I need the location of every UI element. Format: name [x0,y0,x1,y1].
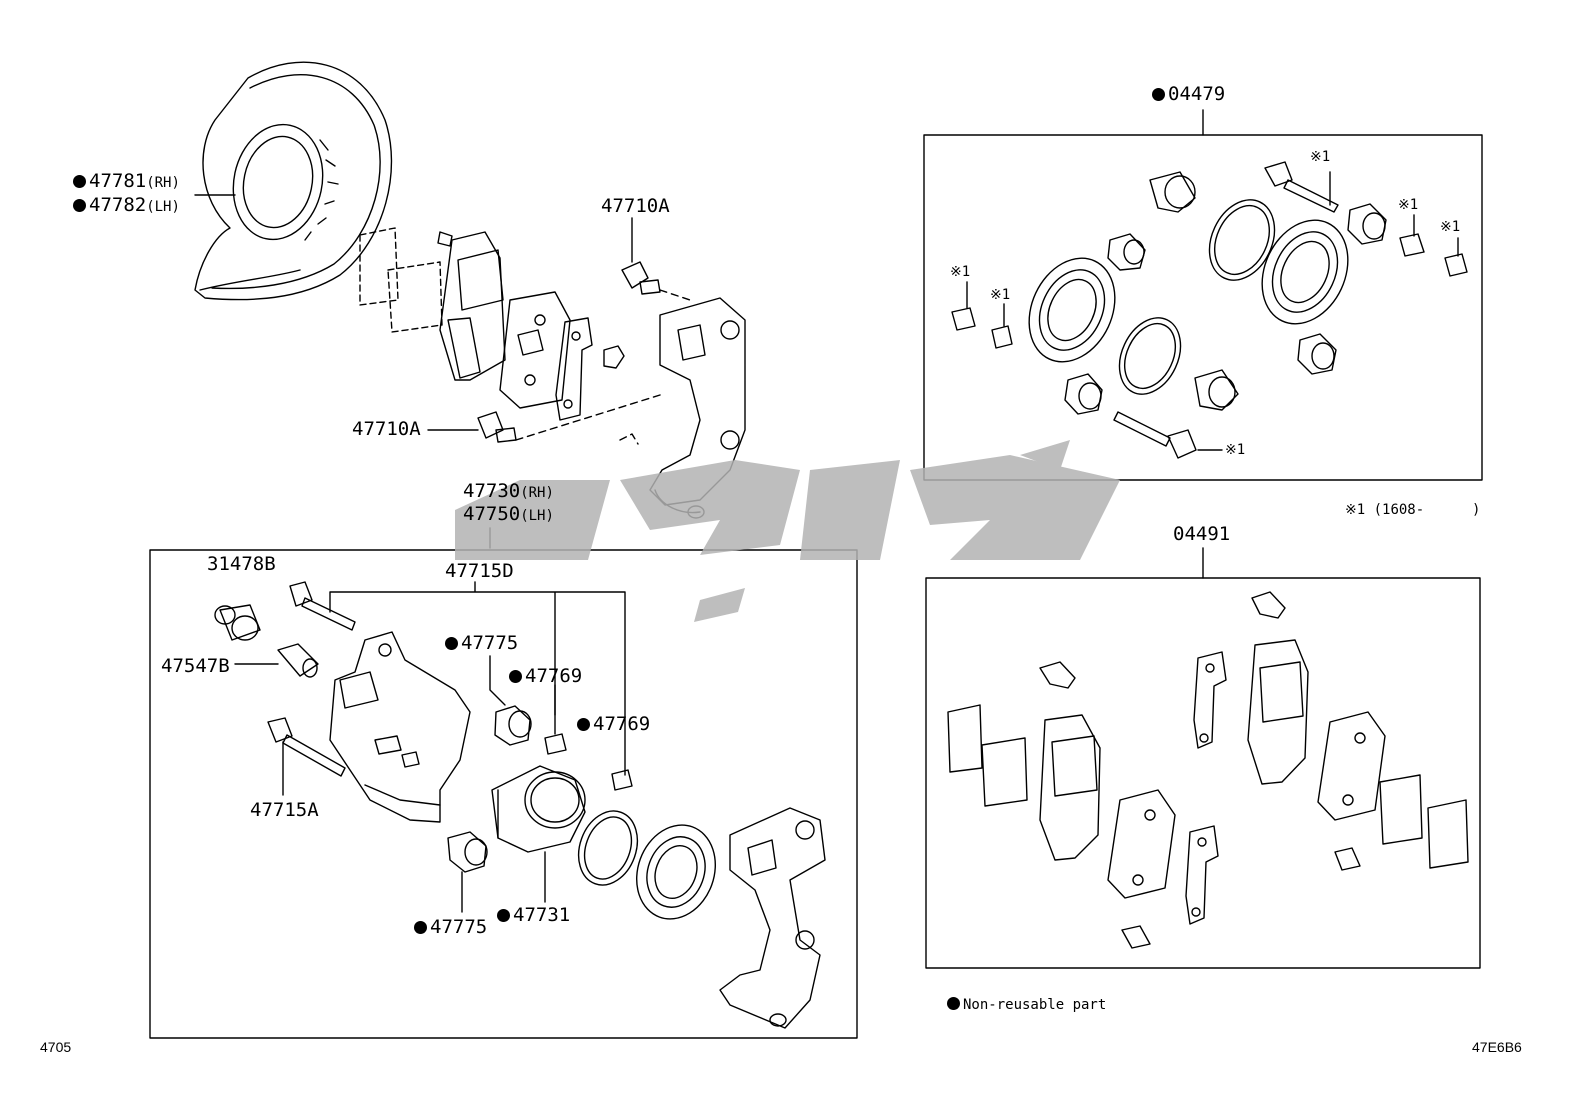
lower-pin-shape [267,717,346,777]
pad-kit-box [925,577,1481,969]
label-47731: 47731 [497,906,570,925]
piston-seal-shape [577,810,639,886]
kit-mark: ※1 [1310,149,1331,165]
caliper-assembly-box [149,549,858,1039]
label-47715a: 47715A [250,799,319,821]
piston-shape [491,765,586,853]
caliper-body-shape [329,631,471,823]
label-47730: 47730(RH) [463,482,554,501]
label-47710a-mid: 47710A [352,418,421,440]
lower-mounting-shape [719,807,826,1029]
kit-mark: ※1 [1225,442,1246,458]
upper-plate-shape [499,291,571,409]
note-range: ※1 (1608- [1345,502,1425,518]
note-close: ) [1472,502,1481,518]
bleeder-shape [277,643,319,678]
part-number: 47750 [463,503,521,525]
leader-47775-top [489,655,506,706]
mid-bolt-shape [477,411,517,443]
label-47775-top: 47775 [445,634,518,653]
upper-pad-shape [437,231,506,381]
bushing-shape [214,604,261,641]
page-code: 4705 [40,1039,72,1055]
part-number: 47781 [89,170,147,192]
seal-kit-box [923,134,1483,481]
upper-shim-shape [359,227,443,333]
label-47750: 47750(LH) [463,505,554,524]
watermark-logo [455,440,1120,622]
side-rh: (RH) [146,175,180,191]
mounting-guides [515,289,691,445]
side-lh: (LH) [146,199,180,215]
leader-47715d [329,581,626,776]
kit-mark: ※1 [990,287,1011,303]
upper-pin-shape [289,581,356,631]
label-47769-top: 47769 [509,667,582,686]
kit-mark: ※1 [1440,219,1461,235]
kit-mark: ※1 [950,264,971,280]
legend-non-reusable: Non-reusable part [947,997,1106,1012]
kit-mark: ※1 [1398,197,1419,213]
label-04491: 04491 [1173,523,1231,545]
part-number: 47782 [89,194,147,216]
label-47782: 47782(LH) [73,196,180,215]
pad-kit-parts [947,591,1469,949]
lower-boot-shape [447,831,488,873]
upper-boot-shape [494,705,532,746]
label-47769-right: 47769 [577,715,650,734]
label-31478b: 31478B [207,553,276,575]
seal-kit-parts [951,161,1468,459]
label-47781: 47781(RH) [73,172,180,191]
upper-bolt-shape [621,261,661,295]
label-47710a-top: 47710A [601,195,670,217]
small-bushing-shape [544,733,567,755]
upper-clip-shape [555,317,625,421]
part-number: 47730 [463,480,521,502]
label-47715d: 47715D [445,560,514,582]
side-lh: (LH) [520,508,554,524]
label-47775-bottom: 47775 [414,918,487,937]
side-rh: (RH) [520,485,554,501]
dust-cover-shape [194,61,393,301]
diagram-code: 47E6B6 [1472,1039,1522,1055]
small-bushing-right-shape [611,769,633,791]
piston-boot-shape [635,824,717,920]
label-04479: 04479 [1152,85,1225,104]
label-47547b: 47547B [161,655,230,677]
